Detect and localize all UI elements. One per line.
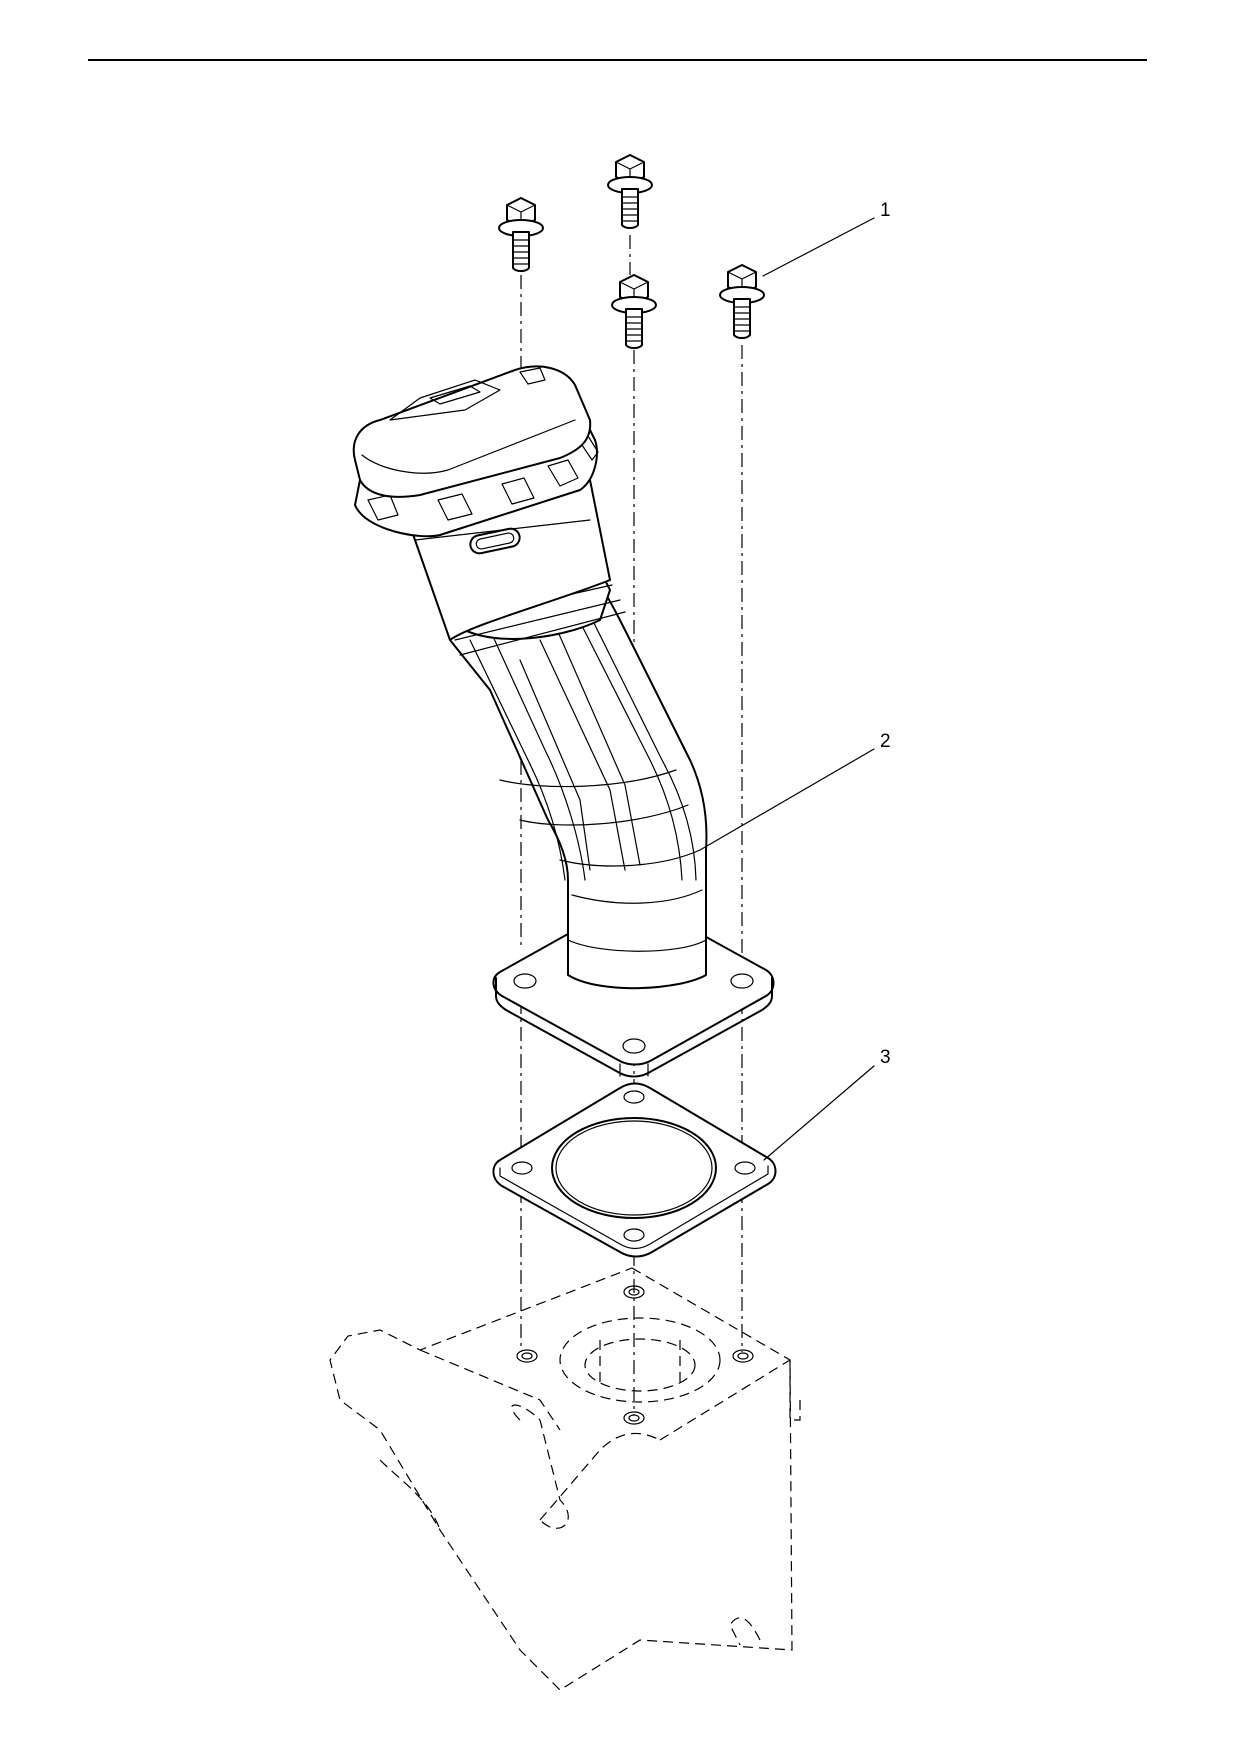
bolt-center [611, 274, 657, 349]
callout-3-label: 3 [880, 1047, 891, 1068]
bolt-left [498, 197, 544, 272]
bolt-top [607, 154, 653, 229]
mating-housing-phantom [329, 1267, 801, 1691]
filler-neck-part [352, 365, 775, 1078]
gasket-part [492, 1082, 777, 1258]
callout-2-label: 2 [880, 731, 891, 752]
bolt-right [719, 264, 765, 339]
callout-1-label: 1 [880, 200, 891, 221]
callout-leaders [699, 217, 875, 1161]
